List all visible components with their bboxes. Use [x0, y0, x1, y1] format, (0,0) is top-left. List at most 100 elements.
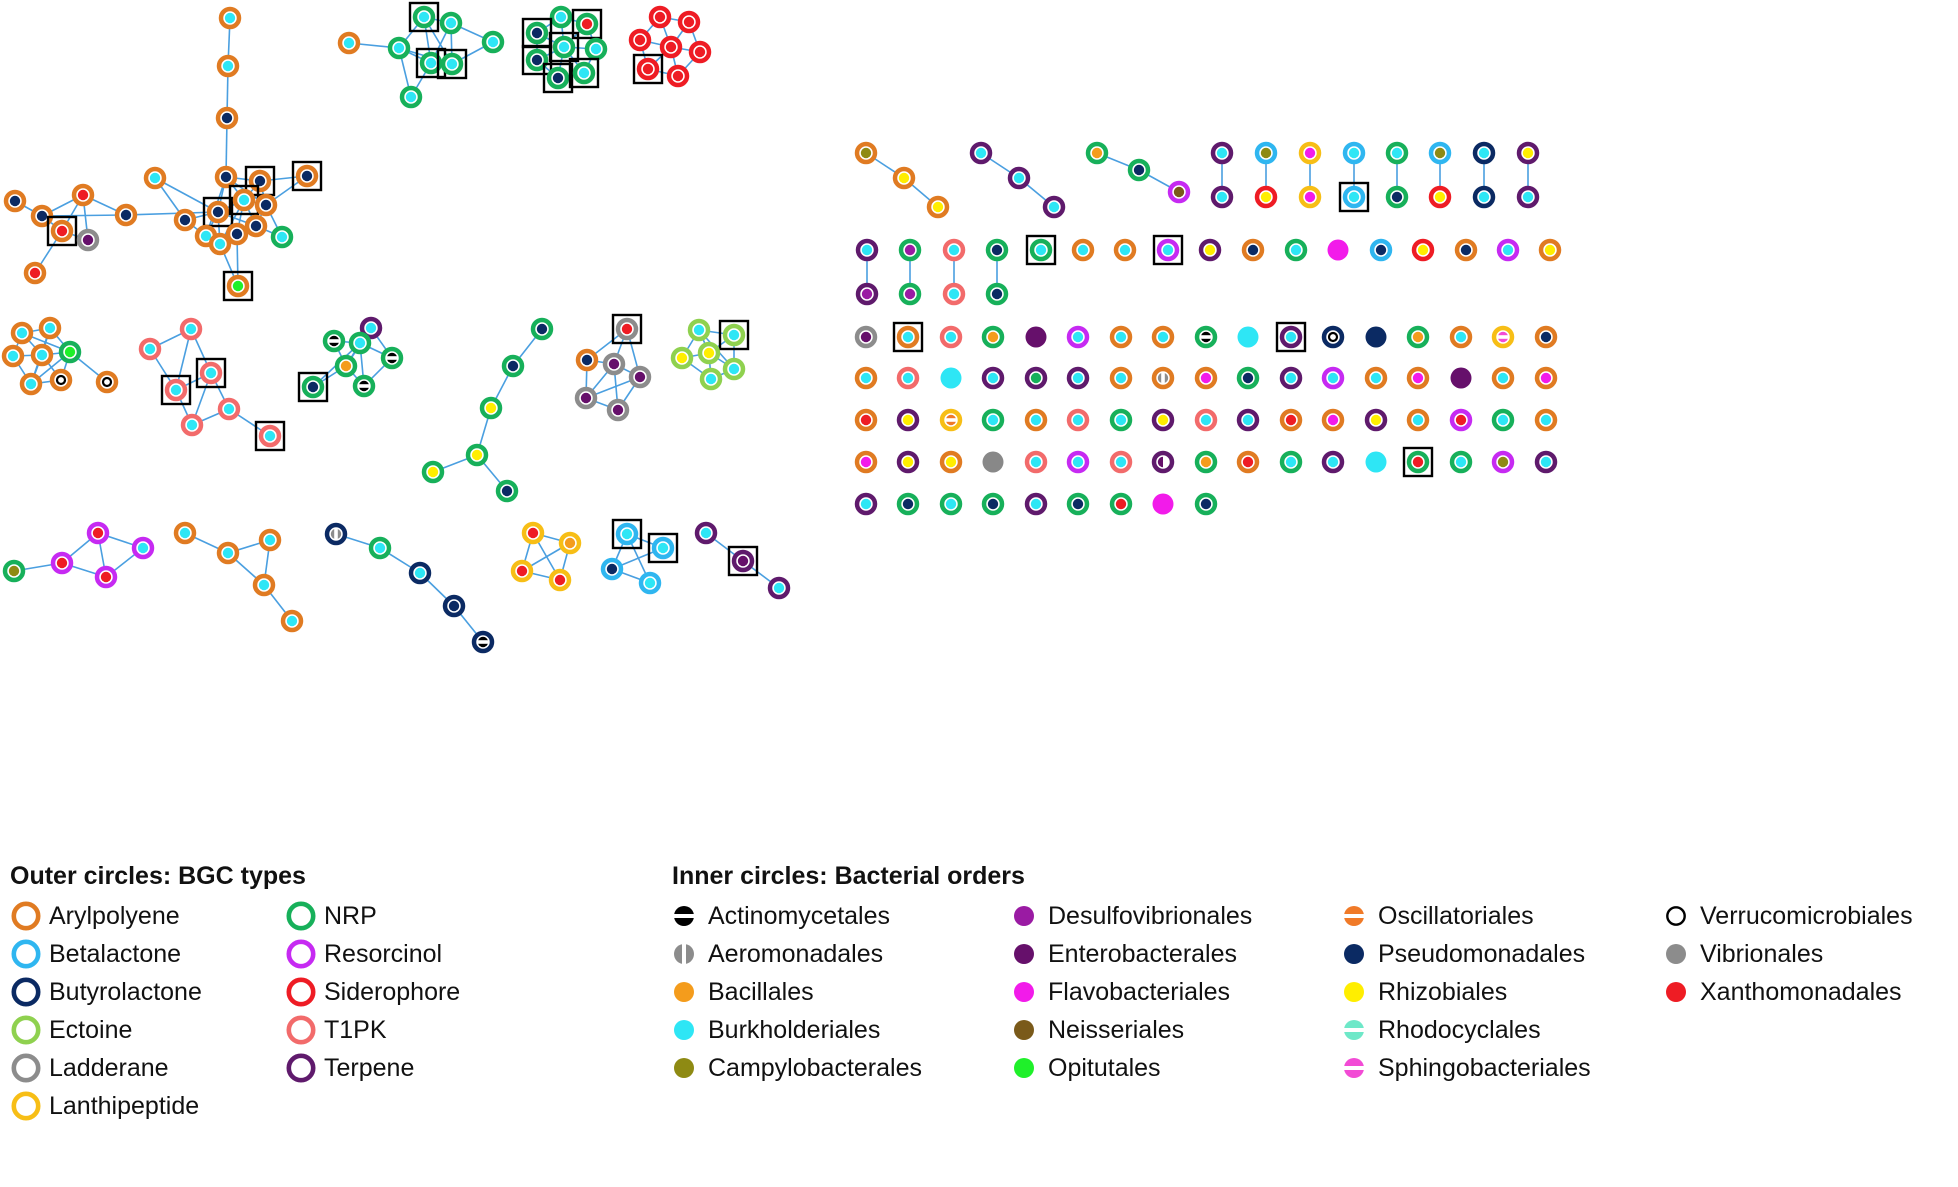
network-node[interactable]	[228, 184, 260, 216]
network-node[interactable]	[1385, 141, 1409, 165]
network-node[interactable]	[1385, 185, 1409, 209]
network-node[interactable]	[1024, 366, 1048, 390]
network-node[interactable]	[495, 479, 519, 503]
network-node[interactable]	[1237, 326, 1259, 348]
network-node[interactable]	[722, 357, 746, 381]
network-node[interactable]	[1450, 367, 1472, 389]
network-node[interactable]	[1321, 408, 1345, 432]
network-node[interactable]	[348, 331, 372, 355]
network-node[interactable]	[1284, 238, 1308, 262]
network-node[interactable]	[530, 317, 554, 341]
network-node[interactable]	[143, 166, 167, 190]
network-node[interactable]	[510, 559, 534, 583]
network-node[interactable]	[632, 53, 664, 85]
network-node[interactable]	[217, 397, 241, 421]
network-node[interactable]	[670, 346, 694, 370]
network-node[interactable]	[647, 532, 679, 564]
network-node[interactable]	[982, 451, 1004, 473]
network-node[interactable]	[898, 282, 922, 306]
network-node[interactable]	[926, 195, 950, 219]
network-node[interactable]	[95, 370, 119, 394]
network-node[interactable]	[252, 573, 276, 597]
network-node[interactable]	[981, 366, 1005, 390]
network-node[interactable]	[718, 319, 750, 351]
network-node[interactable]	[1127, 158, 1151, 182]
network-node[interactable]	[1194, 366, 1218, 390]
network-node[interactable]	[215, 106, 239, 130]
network-node[interactable]	[131, 536, 155, 560]
network-node[interactable]	[481, 30, 505, 54]
network-node[interactable]	[1066, 325, 1090, 349]
network-node[interactable]	[855, 238, 879, 262]
network-node[interactable]	[584, 37, 608, 61]
network-node[interactable]	[1152, 234, 1184, 266]
network-node[interactable]	[337, 31, 361, 55]
network-node[interactable]	[1024, 408, 1048, 432]
network-node[interactable]	[218, 6, 242, 30]
network-node[interactable]	[216, 54, 240, 78]
network-node[interactable]	[1321, 325, 1345, 349]
network-node[interactable]	[1024, 450, 1048, 474]
network-node[interactable]	[1365, 326, 1387, 348]
network-node[interactable]	[1194, 408, 1218, 432]
network-node[interactable]	[892, 166, 916, 190]
network-node[interactable]	[1369, 238, 1393, 262]
network-node[interactable]	[628, 28, 652, 52]
network-node[interactable]	[1428, 185, 1452, 209]
network-node[interactable]	[352, 374, 376, 398]
network-node[interactable]	[699, 367, 723, 391]
network-node[interactable]	[1236, 408, 1260, 432]
network-node[interactable]	[94, 565, 118, 589]
network-node[interactable]	[1152, 493, 1174, 515]
network-node[interactable]	[76, 228, 100, 252]
network-node[interactable]	[1516, 141, 1540, 165]
network-node[interactable]	[854, 141, 878, 165]
network-node[interactable]	[208, 232, 232, 256]
network-node[interactable]	[1338, 181, 1370, 213]
network-node[interactable]	[611, 313, 643, 345]
network-node[interactable]	[160, 374, 192, 406]
network-node[interactable]	[521, 521, 545, 545]
network-node[interactable]	[942, 238, 966, 262]
network-node[interactable]	[521, 17, 553, 49]
network-node[interactable]	[1406, 408, 1430, 432]
network-node[interactable]	[1298, 141, 1322, 165]
network-node[interactable]	[1321, 450, 1345, 474]
network-node[interactable]	[602, 352, 626, 376]
network-node[interactable]	[1342, 141, 1366, 165]
network-node[interactable]	[611, 518, 643, 550]
network-node[interactable]	[1194, 450, 1218, 474]
network-node[interactable]	[606, 398, 630, 422]
network-node[interactable]	[1428, 141, 1452, 165]
network-node[interactable]	[1254, 141, 1278, 165]
network-node[interactable]	[985, 238, 1009, 262]
network-node[interactable]	[436, 48, 468, 80]
network-node[interactable]	[244, 214, 268, 238]
network-node[interactable]	[1534, 366, 1558, 390]
network-node[interactable]	[697, 341, 721, 365]
network-node[interactable]	[1151, 325, 1175, 349]
network-node[interactable]	[442, 594, 466, 618]
network-node[interactable]	[854, 325, 878, 349]
network-node[interactable]	[2, 559, 26, 583]
network-node[interactable]	[471, 630, 495, 654]
network-node[interactable]	[1364, 408, 1388, 432]
network-node[interactable]	[1534, 450, 1558, 474]
network-node[interactable]	[1406, 366, 1430, 390]
network-node[interactable]	[1007, 166, 1031, 190]
network-node[interactable]	[421, 460, 445, 484]
network-node[interactable]	[1066, 408, 1090, 432]
network-node[interactable]	[173, 208, 197, 232]
network-node[interactable]	[1454, 238, 1478, 262]
network-node[interactable]	[254, 193, 278, 217]
network-node[interactable]	[180, 413, 204, 437]
network-node[interactable]	[138, 337, 162, 361]
network-node[interactable]	[1151, 408, 1175, 432]
network-node[interactable]	[638, 571, 662, 595]
network-node[interactable]	[767, 576, 791, 600]
network-node[interactable]	[58, 340, 82, 364]
network-node[interactable]	[981, 408, 1005, 432]
network-node[interactable]	[114, 203, 138, 227]
network-node[interactable]	[280, 609, 304, 633]
network-node[interactable]	[270, 225, 294, 249]
